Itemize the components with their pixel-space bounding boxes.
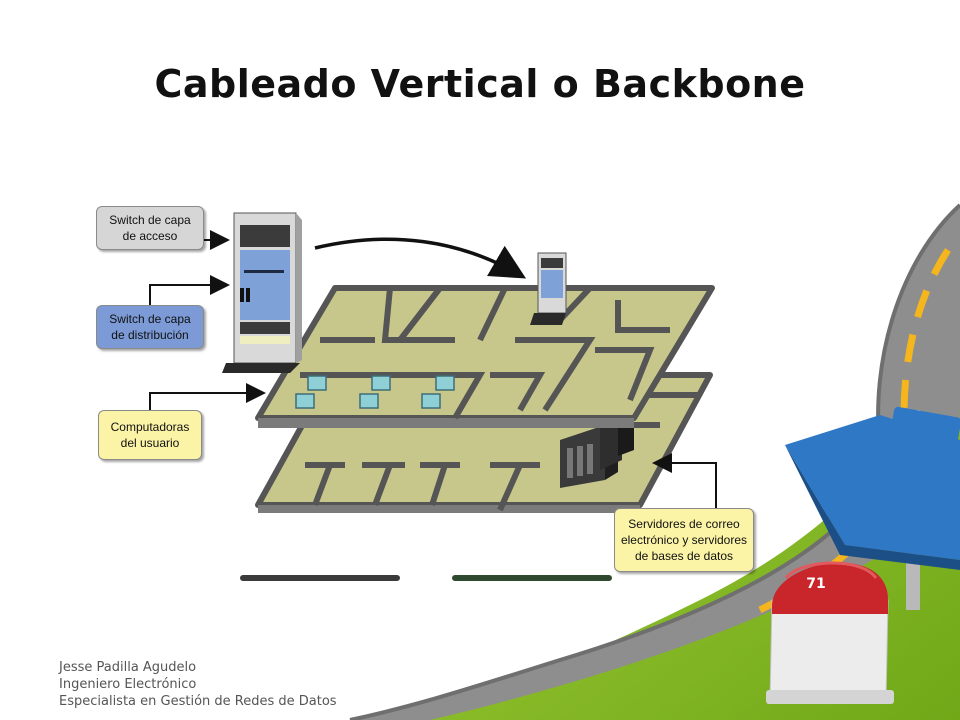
slide-number: 71 (806, 576, 826, 592)
author-specialty: Especialista en Gestión de Redes de Dato… (59, 694, 337, 709)
distribution-switch-rack (530, 252, 567, 325)
callout-line: del usuario (120, 436, 180, 450)
author-role: Ingeniero Electrónico (59, 677, 197, 692)
access-switch-rack (222, 212, 302, 373)
callout-line: Switch de capa (109, 312, 191, 326)
callout-line: electrónico y servidores (620, 533, 748, 547)
computer-group (295, 375, 455, 409)
road-edge (349, 203, 960, 720)
callout-user-computers: Computadoras del usuario (98, 410, 202, 460)
floor-edge-right (452, 575, 612, 581)
author-footer: Jesse Padilla Agudelo Ingeniero Electrón… (59, 659, 337, 710)
floor-edge-left (240, 575, 400, 581)
connector-lines (149, 230, 717, 508)
direction-sign (785, 415, 960, 560)
callout-line: Computadoras (110, 420, 190, 434)
rack-arrow (314, 237, 527, 279)
callout-line: de distribución (111, 328, 189, 342)
callout-servers: Servidores de correo electrónico y servi… (614, 508, 754, 572)
small-sign (890, 406, 960, 444)
author-name: Jesse Padilla Agudelo (59, 660, 197, 675)
upper-floor (255, 285, 715, 428)
callout-line: Switch de capa (109, 213, 191, 227)
callout-distribution-switch: Switch de capa de distribución (96, 305, 204, 349)
callout-line: de bases de datos (634, 549, 734, 563)
callout-access-switch: Switch de capa de acceso (96, 206, 204, 250)
km-marker-top (772, 562, 888, 614)
slide-title: Cableado Vertical o Backbone (154, 62, 806, 106)
callout-line: Servidores de correo (628, 517, 740, 531)
callout-line: de acceso (122, 229, 178, 243)
